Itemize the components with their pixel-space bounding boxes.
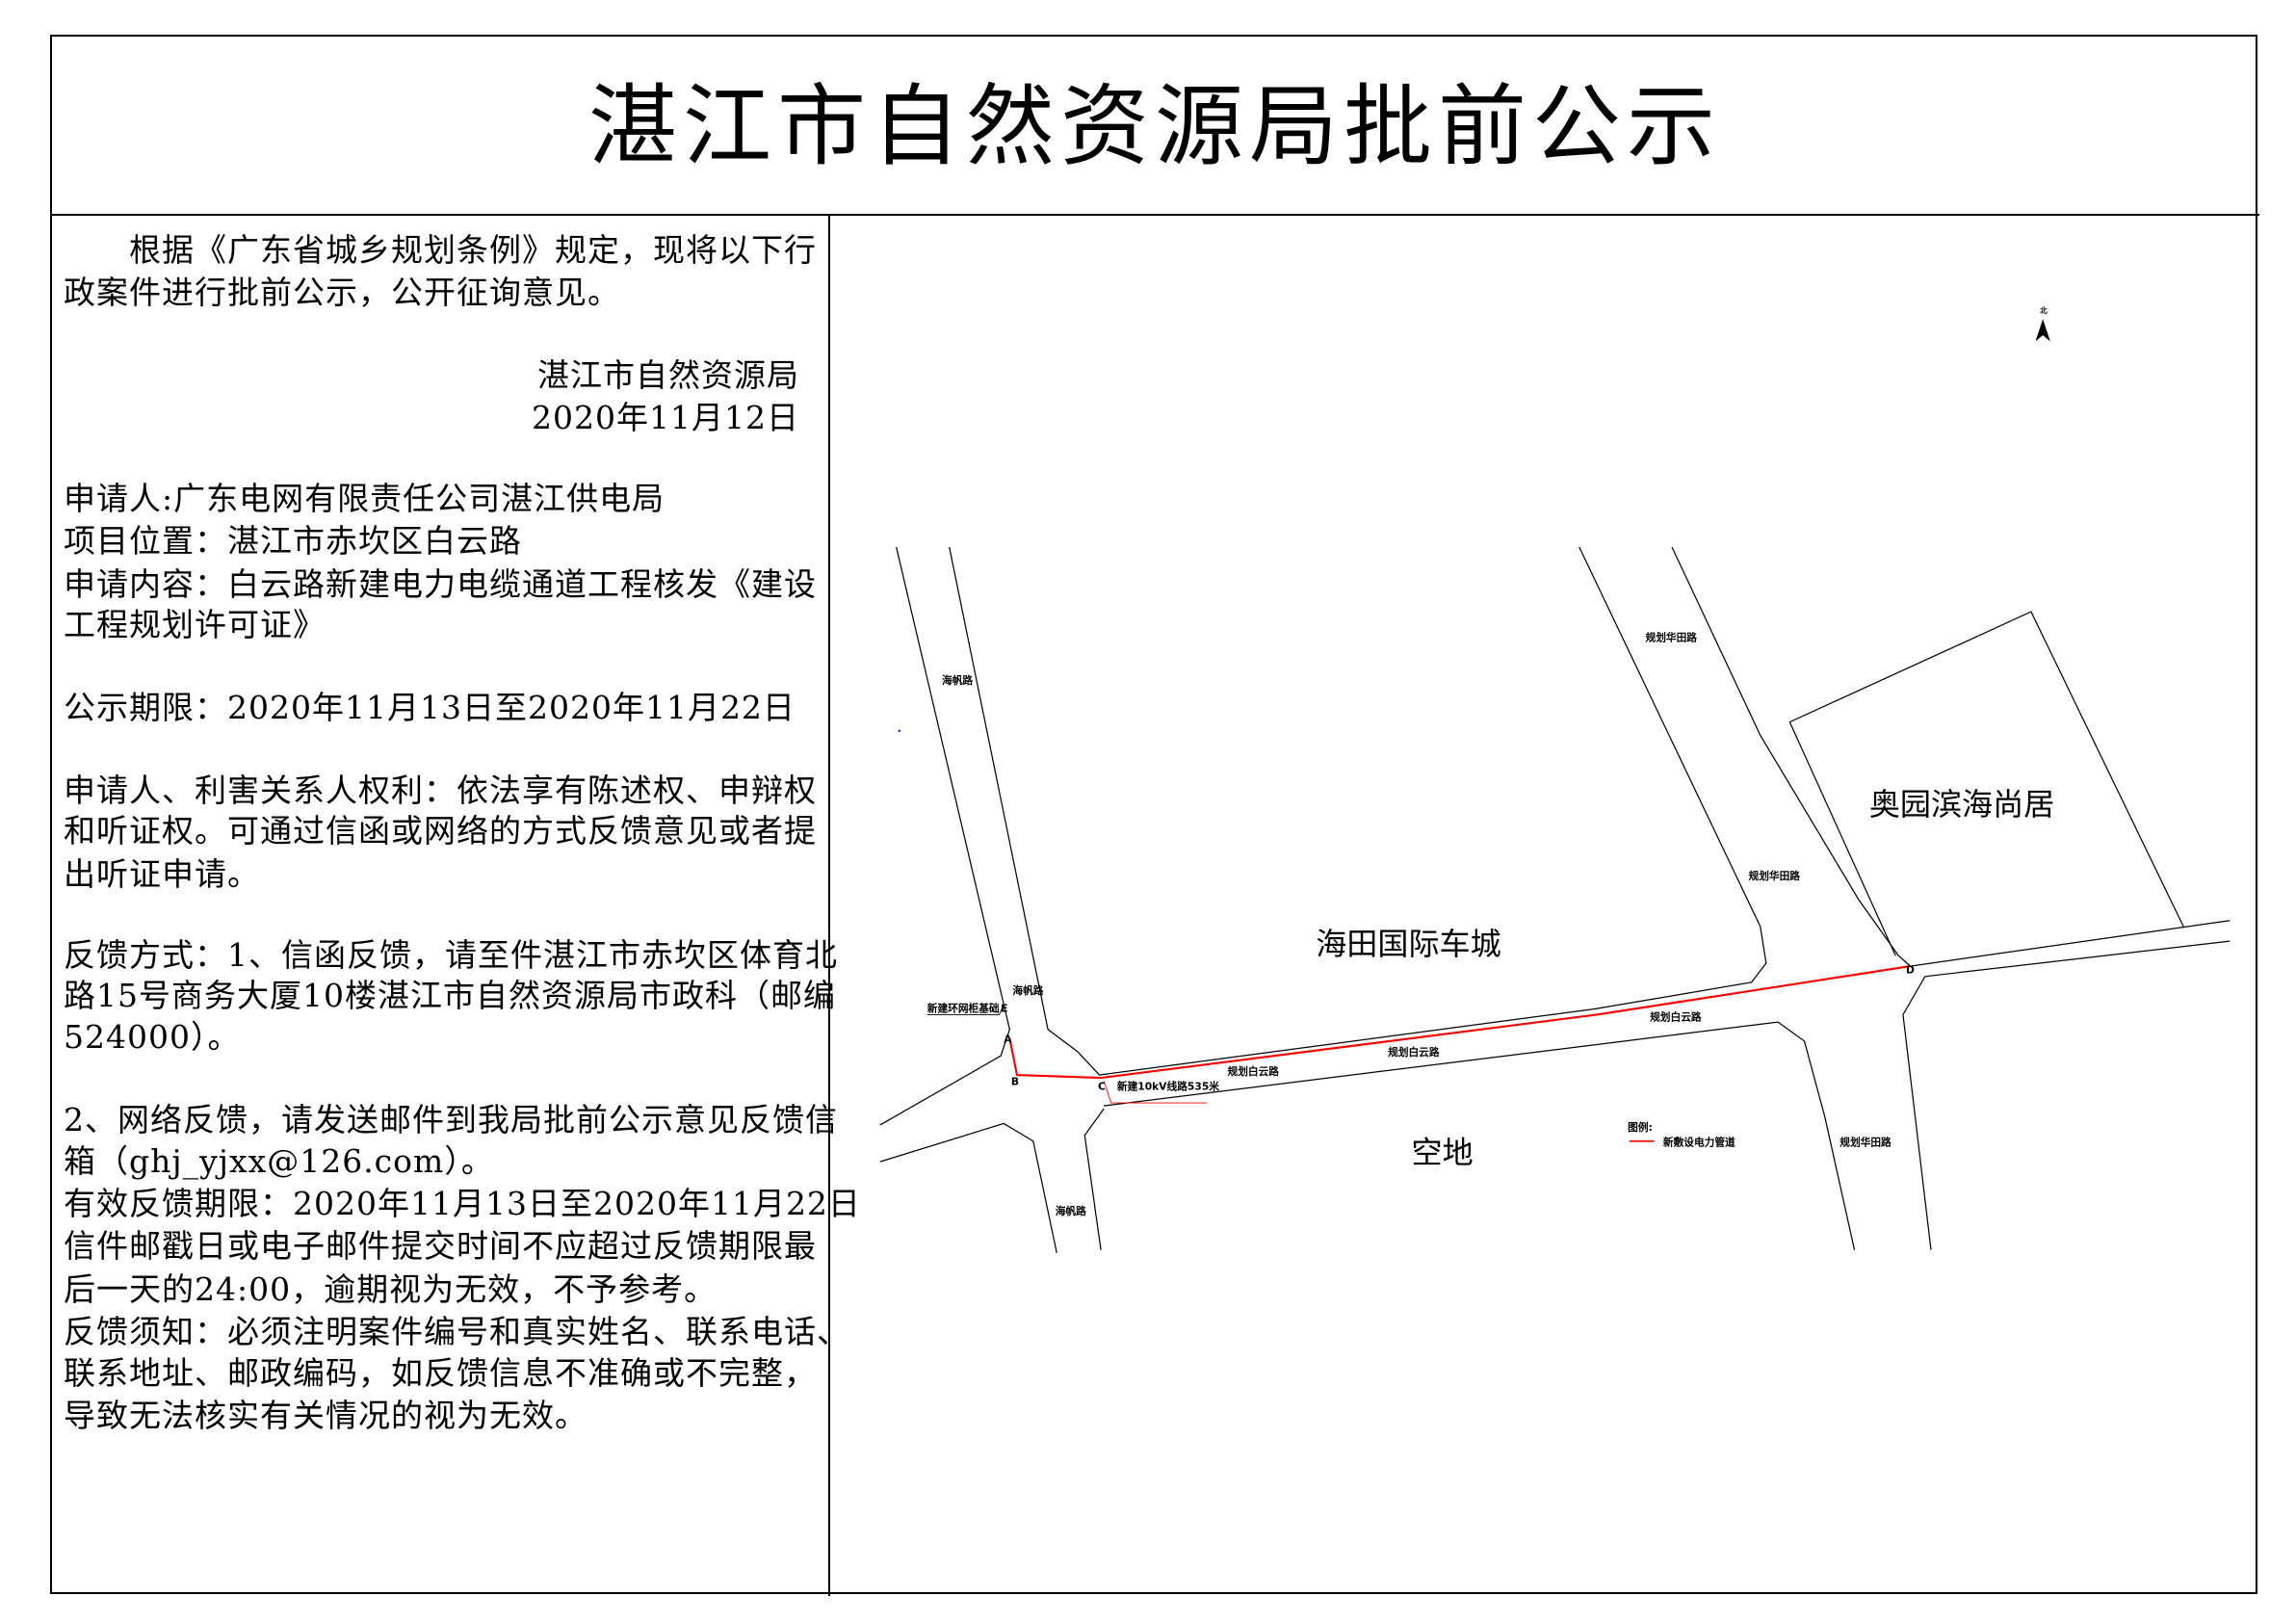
haifan-south-east-edge xyxy=(1083,1108,1105,1250)
area-label-aoyuan: 奥园滨海尚居 xyxy=(1869,786,2054,823)
road-label-baiyun: 规划白云路 xyxy=(1228,1065,1280,1078)
feedback-line: 2、网络反馈，请发送邮件到我局批前公示意见反馈信 xyxy=(64,1101,838,1138)
baiyun-road-south-edge xyxy=(1104,1021,1856,1250)
road-label-baiyun: 规划白云路 xyxy=(1650,1011,1702,1024)
feedback-email: 箱（ghj_yjxx@126.com）。 xyxy=(64,1142,494,1180)
ring-cabinet-label: 新建环网柜基础 xyxy=(927,1002,1000,1014)
rights-line: 和听证权。可通过信函或网络的方式反馈意见或者提 xyxy=(64,812,817,850)
feedback-line: 信件邮戳日或电子邮件提交时间不应超过反馈期限最 xyxy=(64,1227,817,1265)
feedback-line: 导致无法核实有关情况的视为无效。 xyxy=(64,1397,587,1434)
map-dot xyxy=(898,729,900,733)
feedback-line: 524000）。 xyxy=(64,1018,241,1056)
application-content: 申请内容：白云路新建电力电缆通道工程核发《建设 xyxy=(64,565,817,603)
aoyuan-boundary xyxy=(1788,611,2185,956)
point-b: B xyxy=(1011,1076,1019,1088)
issuer: 湛江市自然资源局 xyxy=(537,356,799,394)
feedback-line: 路15号商务大厦10楼湛江市自然资源局市政科（邮编 xyxy=(64,977,836,1014)
map-legend: 图例: 新敷设电力管道 xyxy=(1628,1121,1735,1148)
new-power-pipe xyxy=(1008,965,1911,1080)
issue-date: 2020年11月12日 xyxy=(532,399,799,436)
feedback-line: 有效反馈期限：2020年11月13日至2020年11月22日 xyxy=(64,1185,861,1222)
point-e: E xyxy=(1001,1002,1007,1014)
north-arrow-icon xyxy=(2035,319,2050,342)
road-label-haifan: 海帆路 xyxy=(942,674,973,687)
road-label-haifan: 海帆路 xyxy=(1012,984,1043,997)
feedback-line: 联系地址、邮政编码，如反馈信息不准确或不完整， xyxy=(64,1354,817,1392)
road-label-huatian: 规划华田路 xyxy=(1646,632,1698,644)
line-note-leader xyxy=(1103,1081,1208,1104)
column-divider xyxy=(828,214,830,1596)
legend-title: 图例: xyxy=(1628,1121,1653,1134)
road-label-huatian: 规划华田路 xyxy=(1749,870,1801,882)
east-road-south-edge xyxy=(1902,940,2231,1250)
page-title: 湛江市自然资源局批前公示 xyxy=(587,75,1721,178)
application-content: 工程规划许可证》 xyxy=(64,606,326,643)
rights-line: 申请人、利害关系人权利：依法享有陈述权、申辩权 xyxy=(64,772,817,809)
point-a: A xyxy=(1004,1033,1012,1045)
road-label-haifan: 海帆路 xyxy=(1056,1205,1086,1217)
area-label-empty: 空地 xyxy=(1412,1135,1474,1171)
intro-line: 根据《广东省城乡规划条例》规定，现将以下行 xyxy=(64,231,817,269)
applicant: 申请人:广东电网有限责任公司湛江供电局 xyxy=(64,480,665,517)
rights-line: 出听证申请。 xyxy=(64,855,260,893)
point-c: C xyxy=(1098,1080,1106,1092)
line-note-label: 新建10kV线路535米 xyxy=(1117,1080,1219,1092)
huatian-road-east-edge xyxy=(1671,546,2231,967)
point-d: D xyxy=(1906,964,1915,977)
north-label: 北 xyxy=(2040,305,2048,315)
west-road-south-edge xyxy=(879,1122,1057,1253)
project-location: 项目位置：湛江市赤坎区白云路 xyxy=(64,522,522,560)
notice-period: 公示期限：2020年11月13日至2020年11月22日 xyxy=(64,689,796,726)
road-label-huatian: 规划华田路 xyxy=(1839,1136,1892,1148)
north-arrow: 北 xyxy=(2035,305,2050,342)
area-label-haitian: 海田国际车城 xyxy=(1316,926,1500,962)
ring-cabinet-leader xyxy=(926,1004,1004,1015)
feedback-line: 后一天的24:00，逾期视为无效，不予参考。 xyxy=(64,1270,718,1308)
road-label-baiyun: 规划白云路 xyxy=(1388,1046,1440,1059)
title-divider xyxy=(50,214,2259,216)
intro-line: 政案件进行批前公示，公开征询意见。 xyxy=(64,274,620,311)
feedback-line: 反馈须知：必须注明案件编号和真实姓名、联系电话、 xyxy=(64,1313,849,1350)
haifan-road-west-edge xyxy=(879,546,1010,1126)
feedback-line: 反馈方式：1、信函反馈，请至件湛江市赤坎区体育北 xyxy=(64,936,838,974)
notice-frame xyxy=(50,35,2257,1594)
legend-item-pipe: 新敷设电力管道 xyxy=(1663,1136,1735,1148)
haifan-road-east-edge xyxy=(949,546,1767,1076)
road-outlines xyxy=(879,546,2231,1253)
